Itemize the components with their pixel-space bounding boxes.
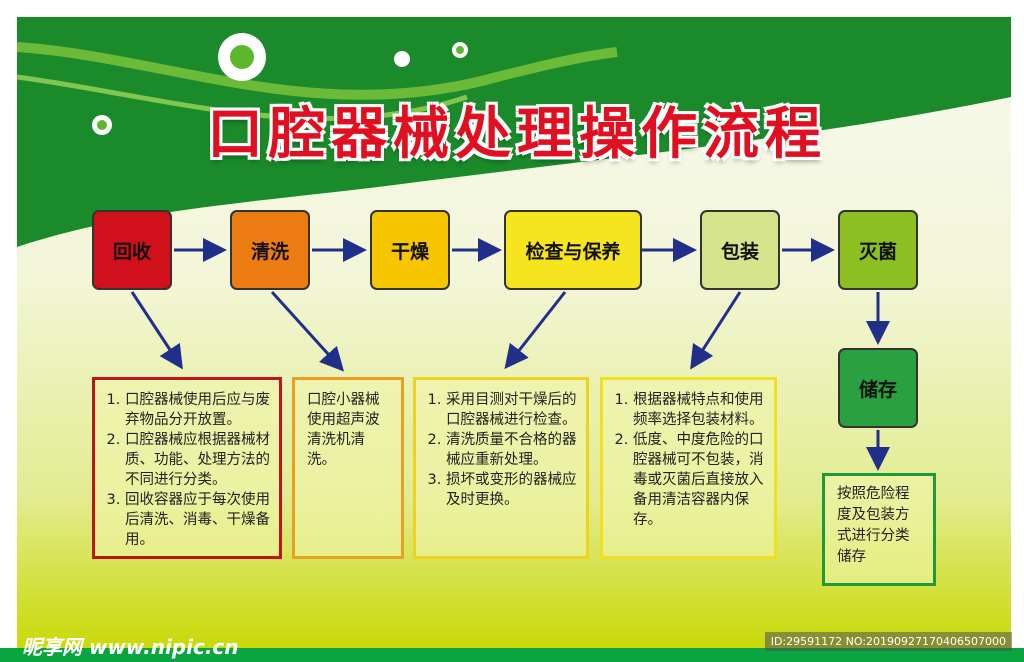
pack-notes: 根据器械特点和使用频率选择包装材料。低度、中度危险的口腔器械可不包装，消毒或灭菌… — [600, 377, 777, 559]
note-item: 采用目测对干燥后的口腔器械进行检查。 — [446, 390, 578, 430]
note-item: 回收容器应于每次使用后清洗、消毒、干燥备用。 — [125, 490, 271, 550]
step-inspect: 检查与保养 — [504, 210, 642, 290]
step-sterilize: 灭菌 — [838, 210, 918, 290]
green-header-band — [17, 17, 1011, 247]
note-item: 清洗质量不合格的器械应重新处理。 — [446, 430, 578, 470]
arrow-icon — [690, 291, 742, 370]
recycle-notes: 口腔器械使用后应与废弃物品分开放置。口腔器械应根据器械材质、功能、处理方法的不同… — [92, 377, 282, 559]
watermark-id: ID:29591172 NO:20190927170406507000 — [764, 632, 1012, 651]
step-store: 储存 — [838, 348, 918, 428]
note-item: 口腔器械使用后应与废弃物品分开放置。 — [125, 390, 271, 430]
note-item: 根据器械特点和使用频率选择包装材料。 — [633, 390, 766, 430]
inspect-notes: 采用目测对干燥后的口腔器械进行检查。清洗质量不合格的器械应重新处理。损坏或变形的… — [413, 377, 589, 559]
arrow-icon — [270, 290, 345, 372]
watermark-logo: 昵享网 www.nipic.cn — [22, 635, 239, 659]
step-dry: 干燥 — [370, 210, 450, 290]
page-title: 口腔器械处理操作流程 — [207, 102, 827, 167]
store-notes: 按照危险程度及包装方式进行分类储存 — [822, 473, 936, 586]
step-recycle: 回收 — [92, 210, 172, 290]
arrow-icon — [130, 291, 183, 370]
note-item: 损坏或变形的器械应及时更换。 — [446, 470, 578, 510]
note-item: 口腔器械应根据器械材质、功能、处理方法的不同进行分类。 — [125, 430, 271, 490]
clean-notes: 口腔小器械使用超声波清洗机清洗。 — [292, 377, 404, 559]
bottom-strip — [0, 648, 1024, 662]
note-item: 低度、中度危险的口腔器械可不包装，消毒或灭菌后直接放入备用清洁容器内保存。 — [633, 430, 766, 530]
step-pack: 包装 — [700, 210, 780, 290]
arrow-icon — [504, 291, 567, 370]
step-clean: 清洗 — [230, 210, 310, 290]
